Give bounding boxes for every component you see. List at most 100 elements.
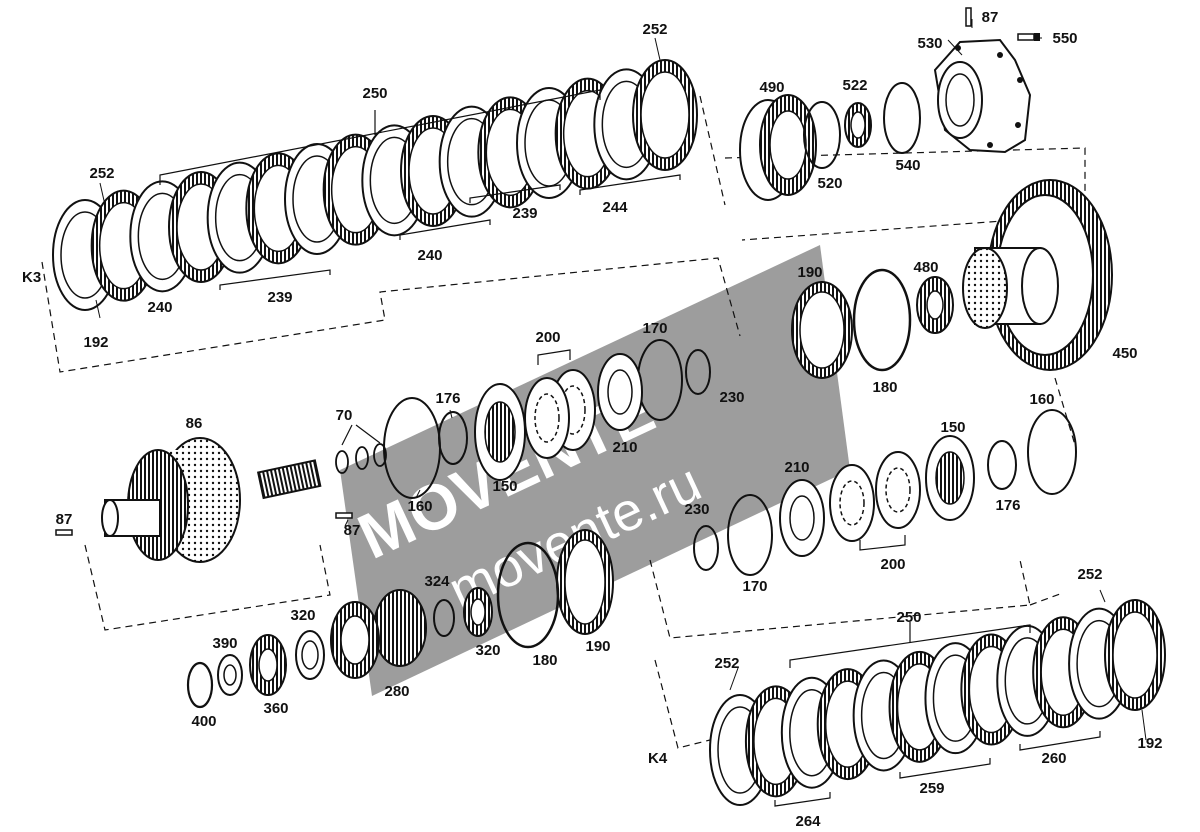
callout-190: 190 (797, 264, 822, 281)
pump-housing (933, 7, 1040, 154)
callout-87: 87 (344, 522, 361, 539)
k3-outline-right (699, 95, 726, 206)
group-brackets (159, 89, 1101, 807)
callout-550: 550 (1052, 30, 1077, 47)
callout-190: 190 (585, 638, 610, 655)
k4-disc (1104, 599, 1166, 711)
callout-176: 176 (995, 497, 1020, 514)
callout-450: 450 (1112, 345, 1137, 362)
snap-ring-230-upper (685, 349, 711, 395)
callout-240: 240 (417, 247, 442, 264)
callout-280: 280 (384, 683, 409, 700)
callout-320: 320 (475, 642, 500, 659)
gear-280 (330, 589, 427, 679)
callout-87: 87 (56, 511, 73, 528)
group-label-k3: K3 (22, 269, 41, 286)
ring-324 (433, 599, 455, 637)
callout-200: 200 (535, 329, 560, 346)
callout-530: 530 (917, 35, 942, 52)
group-label-k4: K4 (648, 750, 668, 767)
output-gear-450 (962, 179, 1113, 371)
snap-ring-180-lower (496, 541, 560, 649)
callout-520: 520 (817, 175, 842, 192)
callout-252: 252 (714, 655, 739, 672)
callout-230: 230 (684, 501, 709, 518)
callout-180: 180 (872, 379, 897, 396)
callout-87: 87 (982, 9, 999, 26)
callout-86: 86 (186, 415, 203, 432)
callout-240: 240 (147, 299, 172, 316)
callout-264: 264 (795, 813, 821, 830)
callout-150: 150 (492, 478, 517, 495)
callout-250: 250 (362, 85, 387, 102)
callout-150: 150 (940, 419, 965, 436)
callout-239: 239 (512, 205, 537, 222)
ring-176-lower (987, 440, 1017, 490)
bearing-360 (249, 634, 287, 696)
callout-176: 176 (435, 390, 460, 407)
ring-170-lower (727, 494, 773, 576)
callout-252: 252 (89, 165, 114, 182)
callout-540: 540 (895, 157, 920, 174)
snap-ring-180-upper (852, 268, 912, 372)
k4-disc-pack (709, 599, 1166, 806)
callout-480: 480 (913, 259, 938, 276)
callout-160: 160 (1029, 391, 1054, 408)
callout-252: 252 (642, 21, 667, 38)
o-rings-70 (335, 443, 387, 474)
piston-210-upper (597, 353, 643, 431)
callout-259: 259 (919, 780, 944, 797)
k4-outline-top (1029, 593, 1061, 606)
k3-outline-lower (41, 257, 741, 373)
nut-390 (217, 654, 243, 696)
callout-200: 200 (880, 556, 905, 573)
callout-250: 250 (896, 609, 921, 626)
screw-87-mid (335, 512, 353, 519)
callout-400: 400 (191, 713, 216, 730)
k3-disc-pack (52, 59, 698, 311)
callout-210: 210 (784, 459, 809, 476)
callout-70: 70 (336, 407, 353, 424)
callout-522: 522 (842, 77, 867, 94)
callout-210: 210 (612, 439, 637, 456)
callout-324: 324 (424, 573, 450, 590)
callout-180: 180 (532, 652, 557, 669)
callout-360: 360 (263, 700, 288, 717)
ring-400 (186, 661, 214, 709)
callout-170: 170 (742, 578, 767, 595)
shaft-group-outline (84, 544, 331, 631)
bearing-480 (916, 276, 954, 334)
k4-outline-left (654, 659, 711, 749)
callout-192: 192 (1137, 735, 1162, 752)
callout-490: 490 (759, 79, 784, 96)
seal-ring-540 (883, 82, 921, 154)
screw-87-left (55, 529, 73, 536)
callout-170: 170 (642, 320, 667, 337)
callout-320: 320 (290, 607, 315, 624)
roller-bearing-490 (739, 94, 817, 201)
spring-plate-200-lower (829, 451, 921, 542)
end-plate-190-lower (556, 529, 614, 635)
seal-160-lower (1027, 409, 1077, 495)
callout-230: 230 (719, 389, 744, 406)
callout-244: 244 (602, 199, 628, 216)
callout-239: 239 (267, 289, 292, 306)
callout-260: 260 (1041, 750, 1066, 767)
bearing-320-left (295, 630, 325, 680)
callout-192: 192 (83, 334, 108, 351)
leader-lines (95, 19, 1147, 741)
piston-210-lower (779, 479, 825, 557)
spring-plate-200-upper (524, 369, 596, 459)
snap-ring-520 (803, 101, 841, 169)
end-plate-190-upper (791, 281, 853, 379)
snap-ring-230-lower (693, 525, 719, 571)
piston-150-upper (474, 383, 526, 481)
k3-disc (632, 59, 698, 171)
callout-252: 252 (1077, 566, 1102, 583)
piston-150-lower (925, 435, 975, 521)
callout-160: 160 (407, 498, 432, 515)
callout-390: 390 (212, 635, 237, 652)
middle-right-outline (649, 559, 1031, 639)
shaft-drum-86 (101, 437, 322, 563)
